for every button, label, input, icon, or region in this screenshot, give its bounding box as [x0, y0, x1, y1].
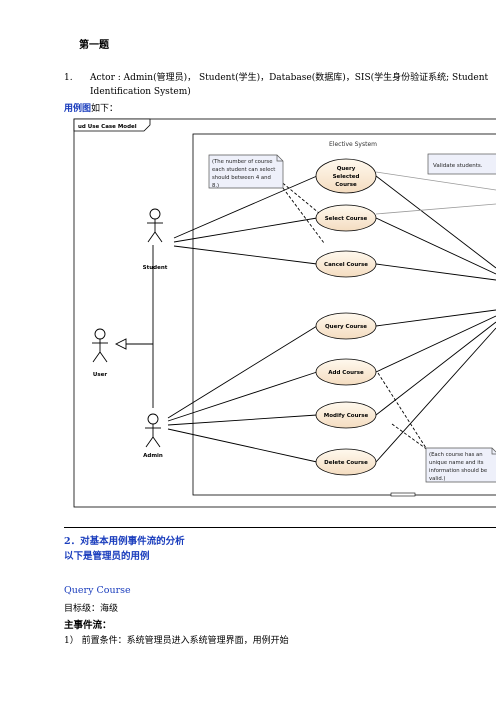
usecase-query-course-label: Query Course	[325, 324, 367, 330]
actor-admin[interactable]	[145, 413, 161, 448]
frame-title: ud Use Case Model	[78, 124, 137, 130]
list-number: 1.	[64, 73, 73, 83]
associations	[167, 175, 496, 463]
usecase-query-selected-course[interactable]: Query Selected Course	[315, 158, 377, 194]
use-case-diagram: ud Use Case Model Elective System	[73, 118, 496, 508]
associations-gray	[375, 171, 496, 215]
note-unique-line-2: unique name and its	[429, 460, 484, 466]
usecase-modify-course-label: Modify Course	[324, 413, 369, 419]
system-title: Elective System	[329, 141, 377, 148]
usecase-query-selected-line-3: Course	[335, 182, 357, 188]
frame-title-tab	[73, 118, 151, 132]
usecase-cancel-course[interactable]: Cancel Course	[315, 250, 377, 278]
usecase-label-rest: 如下：	[91, 104, 119, 114]
note-unique-line-3: information should be	[429, 468, 487, 474]
note-course-count[interactable]: (The number of course each student can s…	[208, 154, 284, 189]
actor-student-label: Student	[143, 265, 168, 271]
flow-step-1: 1） 前置条件：系统管理员进入系统管理界面，用例开始	[64, 636, 289, 646]
note-links	[273, 175, 433, 454]
usecase-select-course-label: Select Course	[325, 216, 368, 222]
usecase-add-course-label: Add Course	[328, 370, 364, 376]
actor-user[interactable]	[92, 328, 108, 363]
section-2-subheading: 以下是管理员的用例	[64, 551, 150, 562]
usecase-delete-course[interactable]: Delete Course	[315, 448, 377, 476]
note-validate-text: Validate students.	[433, 163, 483, 169]
goal-level: 目标级：海级	[64, 604, 119, 614]
note-unique-course[interactable]: (Each course has an unique name and its …	[425, 447, 496, 483]
note-count-line-4: 8.)	[212, 183, 219, 189]
usecase-add-course[interactable]: Add Course	[315, 358, 377, 386]
page-heading: 第一题	[79, 40, 109, 51]
note-unique-line-1: (Each course has an	[429, 452, 483, 458]
actor-student[interactable]	[147, 208, 163, 243]
actor-user-label: User	[93, 372, 107, 378]
usecase-query-selected-line-2: Selected	[333, 174, 360, 180]
usecase-delete-course-label: Delete Course	[324, 460, 368, 466]
generalization	[114, 245, 154, 408]
usecase-select-course[interactable]: Select Course	[315, 204, 377, 232]
actor-admin-label: Admin	[143, 453, 163, 459]
usecase-diagram-label: 用例图如下：	[64, 101, 118, 114]
usecase-query-selected-line-1: Query	[337, 166, 356, 172]
query-course-title: Query Course	[64, 585, 131, 596]
scrollbar-indicator[interactable]	[390, 492, 416, 497]
note-count-line-1: (The number of course	[212, 159, 272, 165]
note-count-line-2: each student can select	[212, 167, 275, 173]
section-divider	[64, 527, 496, 528]
actor-list-line-2: Identification System)	[90, 87, 191, 97]
note-unique-line-4: valid.)	[429, 476, 445, 482]
section-2-heading: 2．对基本用例事件流的分析	[64, 536, 185, 547]
usecase-modify-course[interactable]: Modify Course	[315, 401, 377, 429]
usecase-cancel-course-label: Cancel Course	[324, 262, 368, 268]
main-flow-heading: 主事件流：	[64, 620, 112, 631]
actor-list-line-1: Actor : Admin(管理员)， Student(学生)，Database…	[90, 73, 489, 83]
usecase-query-course[interactable]: Query Course	[315, 312, 377, 340]
usecase-label-bold: 用例图	[64, 104, 92, 114]
note-validate-students[interactable]: Validate students.	[427, 153, 496, 175]
note-count-line-3: should between 4 and	[212, 175, 271, 181]
